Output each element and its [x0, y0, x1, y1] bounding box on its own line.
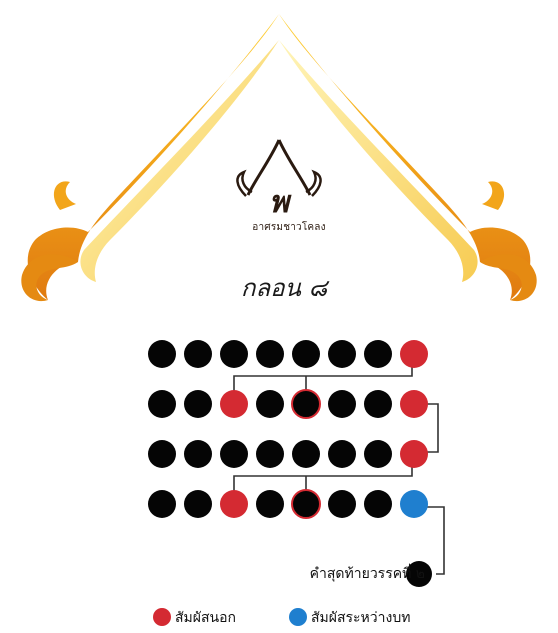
- legend-dot-external-rhyme: [153, 608, 171, 626]
- syllable-dot-r4-c5: [292, 490, 320, 518]
- syllable-dot-r1-c2: [184, 340, 212, 368]
- syllable-dot-r3-c6: [328, 440, 356, 468]
- syllable-dot-r2-c4: [256, 390, 284, 418]
- roof-inner-left: [80, 40, 279, 282]
- syllable-dot-r2-c6: [328, 390, 356, 418]
- syllable-dot-r2-c3: [220, 390, 248, 418]
- syllable-dot-r4-c2: [184, 490, 212, 518]
- connector-row1-row2: [234, 364, 412, 392]
- syllable-dot-r1-c4: [256, 340, 284, 368]
- bracket-row2-row3: [426, 404, 438, 452]
- org-name: อาศรมชาวโคลง: [229, 220, 349, 235]
- logo-letter: พ: [269, 185, 292, 220]
- legend-label-external-rhyme: สัมผัสนอก: [175, 607, 236, 629]
- syllable-dot-r1-c1: [148, 340, 176, 368]
- syllable-dot-r3-c2: [184, 440, 212, 468]
- roof-ornament: [21, 14, 536, 301]
- syllable-dot-r4-c6: [328, 490, 356, 518]
- roof-gable: [28, 14, 531, 300]
- syllable-dot-r4-c4: [256, 490, 284, 518]
- connector-row3-row4: [234, 464, 412, 492]
- legend-label-stanza-rhyme: สัมผัสระหว่างบท: [311, 607, 410, 629]
- left-tail: [54, 181, 76, 210]
- syllable-dot-r1-c5: [292, 340, 320, 368]
- syllable-dot-r3-c1: [148, 440, 176, 468]
- roof-inner-right: [279, 40, 478, 282]
- syllable-dot-r2-c1: [148, 390, 176, 418]
- syllable-dot-r3-c7: [364, 440, 392, 468]
- syllable-dot-r1-c3: [220, 340, 248, 368]
- syllable-dot-r3-c5: [292, 440, 320, 468]
- syllable-dot-r4-c8: [400, 490, 428, 518]
- syllable-dot-r2-c7: [364, 390, 392, 418]
- syllable-dot-r3-c8: [400, 440, 428, 468]
- dot-grid: [148, 340, 428, 518]
- syllable-dot-r2-c5: [292, 390, 320, 418]
- logo-emblem: พ: [237, 140, 320, 220]
- syllable-dot-r3-c4: [256, 440, 284, 468]
- right-tail: [482, 181, 504, 210]
- legend-dot-stanza-rhyme: [289, 608, 307, 626]
- syllable-dot-r1-c6: [328, 340, 356, 368]
- syllable-dot-r3-c3: [220, 440, 248, 468]
- syllable-dot-r4-c3: [220, 490, 248, 518]
- syllable-dot-r2-c2: [184, 390, 212, 418]
- bracket-row4-last: [426, 507, 444, 574]
- syllable-dot-r1-c7: [364, 340, 392, 368]
- syllable-dot-r4-c1: [148, 490, 176, 518]
- last-word-label: คำสุดท้ายวรรคที่ ๒: [250, 563, 425, 585]
- poem-title: กลอน ๘: [219, 268, 349, 307]
- syllable-dot-r1-c8: [400, 340, 428, 368]
- syllable-dot-r4-c7: [364, 490, 392, 518]
- syllable-dot-r2-c8: [400, 390, 428, 418]
